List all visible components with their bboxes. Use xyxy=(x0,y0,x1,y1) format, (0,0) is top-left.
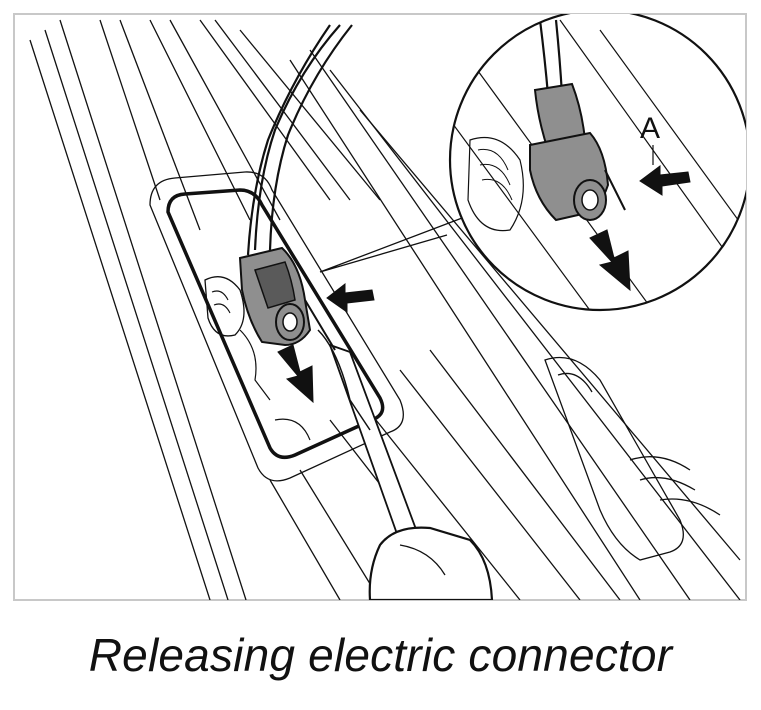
connector-opening xyxy=(149,171,404,482)
arrow-pull-icon xyxy=(277,344,314,404)
callout-label: A xyxy=(640,112,660,145)
connector-icon xyxy=(238,246,312,347)
screwdriver-icon xyxy=(304,299,494,600)
arrow-push-icon xyxy=(326,282,375,313)
wire-harness xyxy=(246,24,353,256)
magnifier-callout-icon: A xyxy=(448,14,746,312)
figure-caption: Releasing electric connector xyxy=(88,629,673,681)
callout-pointer xyxy=(319,214,471,273)
diagram-illustration: A xyxy=(13,13,747,601)
lower-parts xyxy=(544,356,721,561)
